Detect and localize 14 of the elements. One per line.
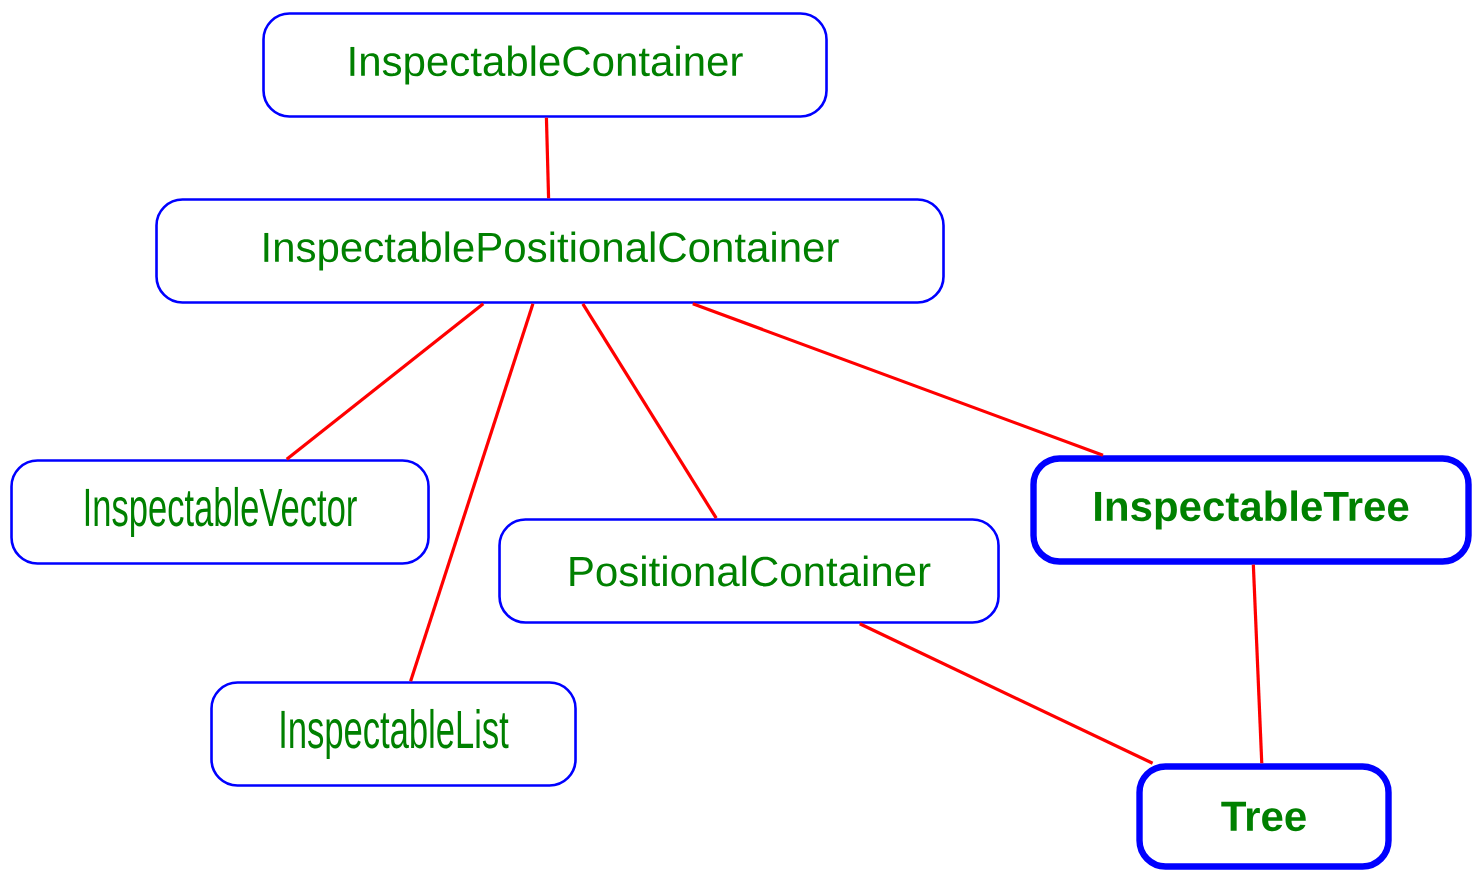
class-box: InspectableList — [210, 681, 577, 787]
class-box: PositionalContainer — [498, 518, 1000, 624]
connector-line — [581, 302, 718, 520]
connector-line — [859, 622, 1154, 765]
connector-line — [285, 302, 485, 461]
class-box: Tree — [1136, 763, 1392, 870]
class-box: InspectableVector — [10, 459, 430, 565]
connector-line — [544, 117, 551, 199]
connector-line — [692, 302, 1104, 457]
connector-line — [1251, 564, 1264, 764]
class-box: InspectableTree — [1030, 455, 1472, 565]
class-box: InspectableContainer — [262, 12, 828, 118]
class-box: InspectablePositionalContainer — [155, 198, 945, 304]
connector-line — [409, 303, 535, 682]
